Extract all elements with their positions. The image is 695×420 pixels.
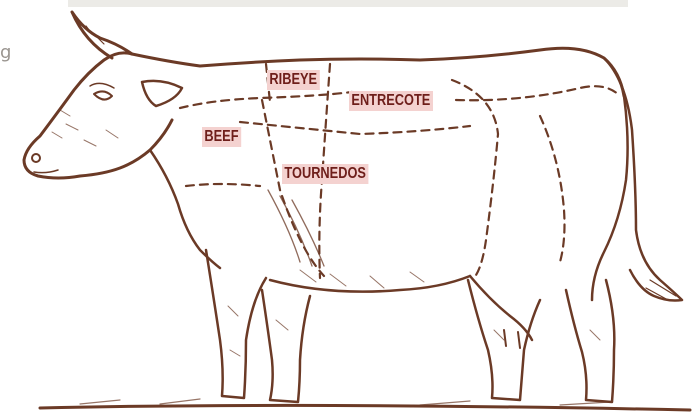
label-ribeye: RIBEYE bbox=[267, 70, 319, 90]
cow-head bbox=[24, 53, 172, 178]
udder bbox=[470, 276, 532, 340]
label-beef: BEEF bbox=[202, 127, 241, 147]
label-entrecote: ENTRECOTE bbox=[349, 91, 433, 111]
cut-line-sirloin bbox=[452, 80, 498, 278]
eye bbox=[94, 91, 112, 99]
hind-quarter bbox=[592, 96, 628, 300]
ear bbox=[142, 81, 182, 106]
label-tournedos: TOURNEDOS bbox=[282, 164, 368, 184]
hind-leg-right bbox=[566, 280, 614, 402]
cut-line-loin bbox=[240, 122, 470, 134]
ground-line bbox=[40, 405, 690, 410]
neck-dewlap bbox=[150, 150, 220, 268]
cut-line-round bbox=[540, 116, 565, 262]
horn bbox=[72, 12, 132, 58]
shoulder-shading bbox=[268, 190, 324, 266]
nostril bbox=[32, 154, 40, 162]
front-leg-right bbox=[262, 290, 310, 402]
cut-line-flank bbox=[186, 184, 260, 186]
front-leg-left bbox=[206, 250, 266, 398]
back-line bbox=[132, 48, 624, 96]
tail bbox=[604, 58, 682, 301]
belly-line bbox=[270, 276, 470, 292]
cut-line-shoulder bbox=[262, 100, 324, 276]
